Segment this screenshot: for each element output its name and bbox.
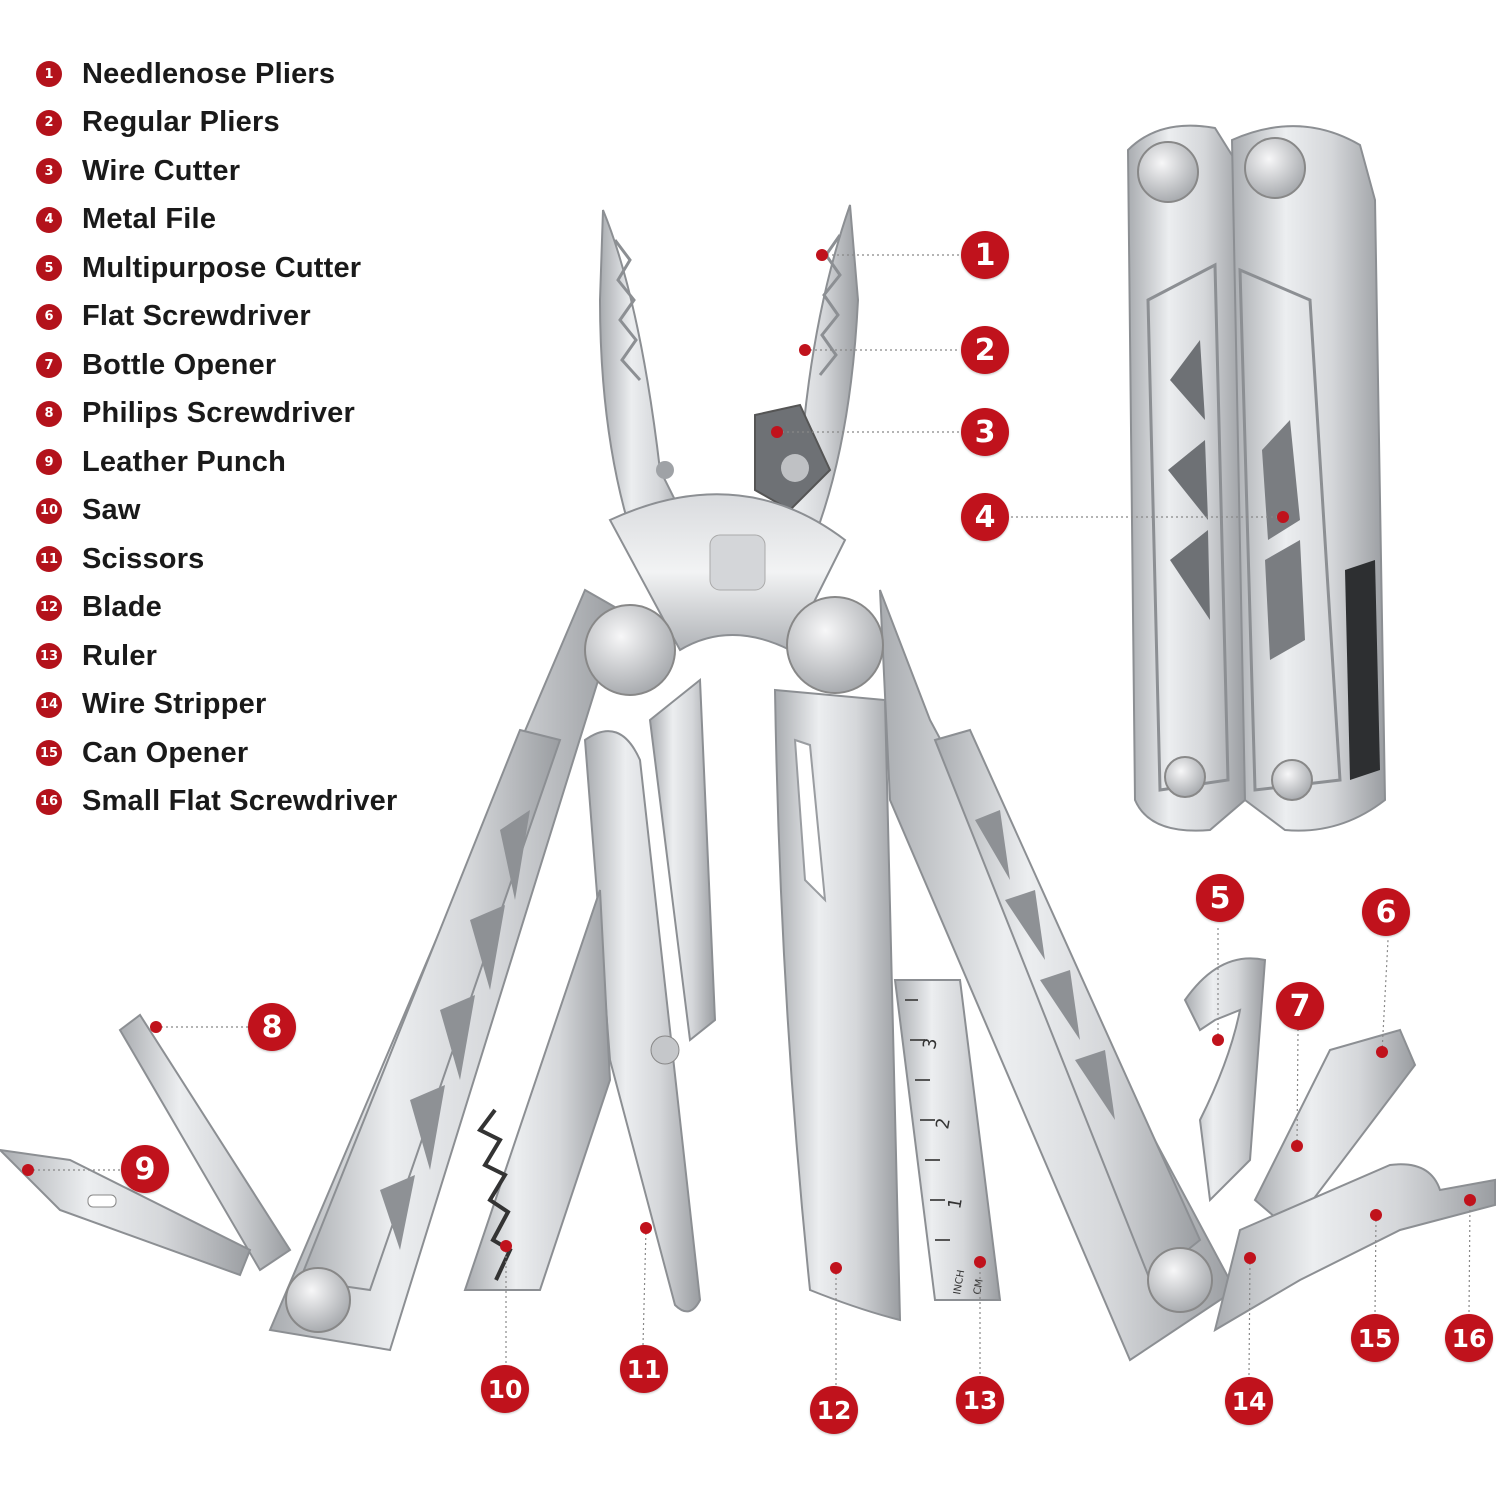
legend-label: Regular Pliers bbox=[82, 106, 280, 139]
callout-badge-2: 2 bbox=[961, 326, 1009, 374]
legend-item: 8 Philips Screwdriver bbox=[36, 390, 398, 439]
plier-jaws bbox=[598, 204, 860, 652]
callout-badge-6: 6 bbox=[1362, 888, 1410, 936]
legend-number: 5 bbox=[36, 255, 62, 282]
legend-item: 1 Needlenose Pliers bbox=[36, 50, 398, 99]
legend-number: 15 bbox=[36, 740, 62, 767]
callout-badge-3: 3 bbox=[961, 408, 1009, 456]
legend-label: Ruler bbox=[82, 639, 158, 672]
legend-label: Small Flat Screwdriver bbox=[82, 785, 398, 818]
legend-label: Wire Stripper bbox=[82, 688, 267, 721]
right-handle bbox=[786, 589, 1237, 1362]
legend-item: 7 Bottle Opener bbox=[36, 341, 398, 390]
legend-number: 10 bbox=[36, 497, 62, 524]
legend-item: 16 Small Flat Screwdriver bbox=[36, 778, 398, 827]
blade bbox=[773, 688, 902, 1322]
callout-badge-8: 8 bbox=[248, 1003, 296, 1051]
legend-item: 10 Saw bbox=[36, 487, 398, 536]
legend-item: 12 Blade bbox=[36, 584, 398, 633]
legend-label: Scissors bbox=[82, 542, 205, 575]
legend-label: Needlenose Pliers bbox=[82, 57, 336, 90]
legend-number: 3 bbox=[36, 158, 62, 185]
legend-number: 6 bbox=[36, 303, 62, 330]
callout-badge-13: 13 bbox=[956, 1376, 1004, 1424]
legend-number: 4 bbox=[36, 206, 62, 233]
ruler-number-3: 3 bbox=[919, 1037, 942, 1051]
scissors bbox=[583, 677, 717, 1313]
leather-punch bbox=[0, 1148, 252, 1277]
callout-badge-14: 14 bbox=[1225, 1377, 1273, 1425]
philips-screwdriver bbox=[118, 1013, 292, 1272]
legend-label: Wire Cutter bbox=[82, 154, 241, 187]
callout-badge-9: 9 bbox=[121, 1145, 169, 1193]
legend-label: Metal File bbox=[82, 203, 217, 236]
legend-item: 14 Wire Stripper bbox=[36, 681, 398, 730]
legend-label: Leather Punch bbox=[82, 445, 287, 478]
legend-item: 6 Flat Screwdriver bbox=[36, 293, 398, 342]
legend-number: 2 bbox=[36, 109, 62, 136]
ruler-number-1: 1 bbox=[944, 1197, 967, 1211]
legend-number: 9 bbox=[36, 449, 62, 476]
ruler-unit-cm: CM bbox=[972, 1278, 986, 1295]
legend-item: 15 Can Opener bbox=[36, 729, 398, 778]
legend-item: 9 Leather Punch bbox=[36, 438, 398, 487]
callout-badge-1: 1 bbox=[961, 231, 1009, 279]
callout-badge-5: 5 bbox=[1196, 874, 1244, 922]
legend-number: 13 bbox=[36, 643, 62, 670]
ruler: 3 2 1 INCH CM bbox=[893, 979, 1002, 1301]
callout-badge-16: 16 bbox=[1445, 1314, 1493, 1362]
callout-dots bbox=[22, 249, 1476, 1274]
legend-label: Philips Screwdriver bbox=[82, 397, 355, 430]
legend-number: 7 bbox=[36, 352, 62, 379]
callout-badge-4: 4 bbox=[961, 493, 1009, 541]
legend-item: 2 Regular Pliers bbox=[36, 99, 398, 148]
legend-number: 16 bbox=[36, 788, 62, 815]
legend-number: 11 bbox=[36, 546, 62, 573]
ruler-unit-inch: INCH bbox=[952, 1269, 967, 1295]
legend-number: 14 bbox=[36, 691, 62, 718]
legend-label: Multipurpose Cutter bbox=[82, 251, 362, 284]
legend-number: 1 bbox=[36, 61, 62, 88]
callout-badge-11: 11 bbox=[620, 1345, 668, 1393]
callout-badge-12: 12 bbox=[810, 1386, 858, 1434]
callout-badge-10: 10 bbox=[481, 1365, 529, 1413]
legend-item: 13 Ruler bbox=[36, 632, 398, 681]
right-tools bbox=[1183, 957, 1496, 1333]
callout-badge-15: 15 bbox=[1351, 1314, 1399, 1362]
legend-item: 5 Multipurpose Cutter bbox=[36, 244, 398, 293]
closed-tool bbox=[1126, 124, 1387, 832]
legend-label: Can Opener bbox=[82, 736, 249, 769]
legend-label: Flat Screwdriver bbox=[82, 300, 311, 333]
callout-leaders bbox=[28, 254, 1471, 1385]
legend-item: 4 Metal File bbox=[36, 196, 398, 245]
legend-number: 12 bbox=[36, 594, 62, 621]
legend-item: 3 Wire Cutter bbox=[36, 147, 398, 196]
legend-item: 11 Scissors bbox=[36, 535, 398, 584]
legend-label: Bottle Opener bbox=[82, 348, 277, 381]
legend-number: 8 bbox=[36, 400, 62, 427]
left-handle bbox=[268, 588, 676, 1352]
ruler-number-2: 2 bbox=[932, 1117, 955, 1131]
legend-label: Saw bbox=[82, 494, 141, 527]
legend-label: Blade bbox=[82, 591, 162, 624]
callout-badge-7: 7 bbox=[1276, 982, 1324, 1030]
